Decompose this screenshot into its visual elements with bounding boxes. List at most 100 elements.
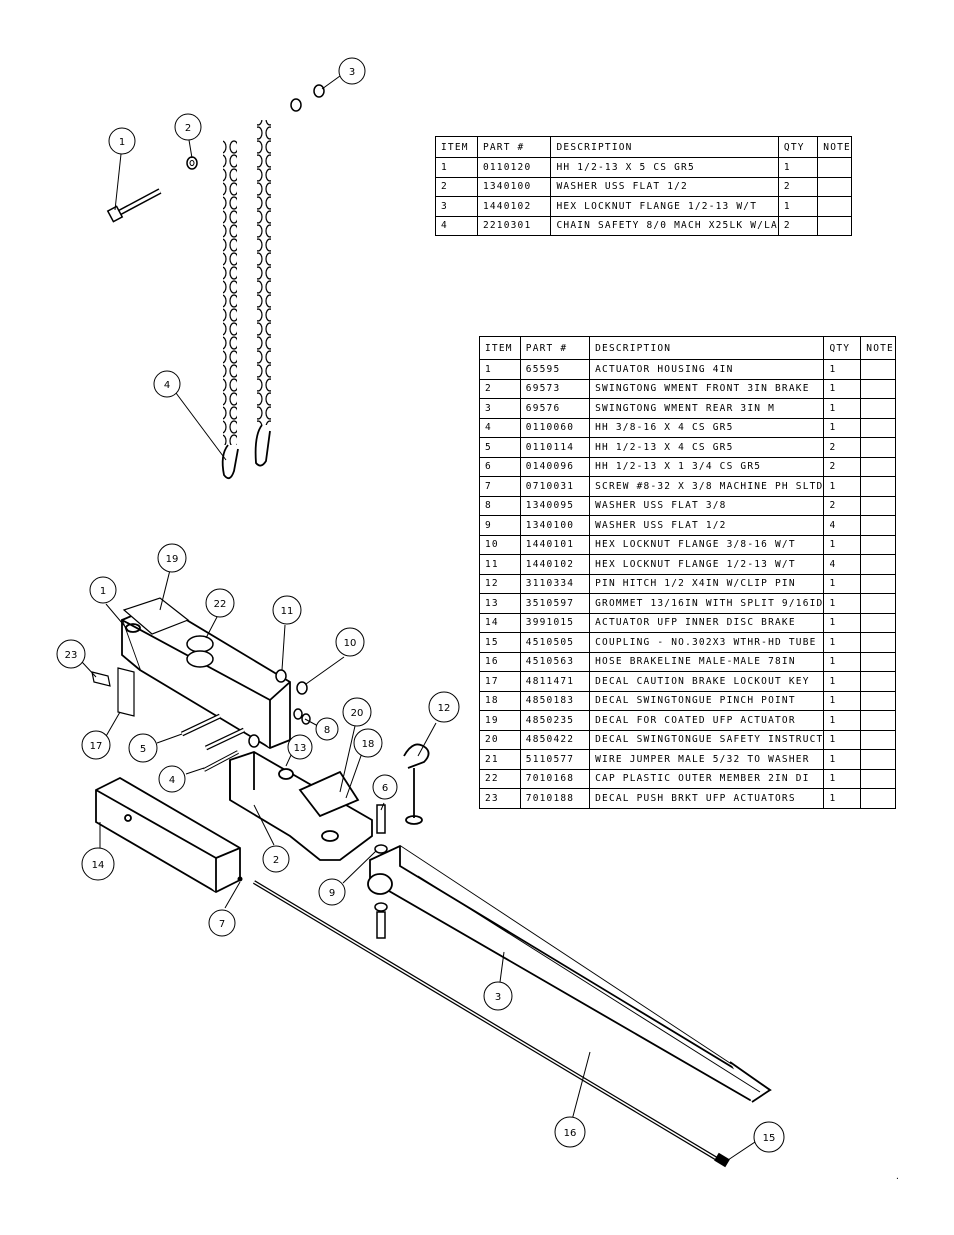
cell-note [817,176,852,197]
cell-description: HH 1/2-13 X 4 CS GR5 [589,437,825,458]
col-header-qty: QTY [777,136,819,158]
cell-part-number: 0110114 [519,437,591,458]
cell-note [860,476,896,497]
cell-description: WASHER USS FLAT 1/2 [550,176,779,197]
cell-note [860,573,896,594]
leader-lines-top [114,75,341,461]
callout-label: 12 [438,703,451,714]
cell-note [860,690,896,711]
bolt-washer-part-6-9 [374,804,388,939]
callout-label: 9 [329,888,335,899]
safety-chain-left [221,140,239,480]
cell-part-number: 1340100 [476,176,552,197]
callout-bubble: 2 [174,113,202,141]
callout-label: 17 [90,741,103,752]
cell-item: 9 [479,515,521,536]
callout-label: 11 [281,606,294,617]
bolts-part-5-4 [180,713,246,772]
callout-label: 2 [185,123,191,134]
cell-description: HEX LOCKNUT FLANGE 1/2-13 W/T [589,554,825,575]
callout-label: 3 [495,992,501,1003]
cell-qty: 1 [823,398,862,419]
cell-item: 13 [479,593,521,614]
cell-qty: 1 [823,690,862,711]
cell-qty: 2 [777,176,819,197]
col-header-qty: QTY [823,336,862,360]
callout-bubble: 8 [315,717,339,741]
corner-mark: . [895,1172,900,1181]
cell-item: 4 [435,215,478,236]
col-header-item: ITEM [479,336,521,360]
cell-part-number: 7010168 [519,768,591,789]
cell-part-number: 0110120 [476,157,552,178]
washer-part-2-top [186,156,198,170]
cell-part-number: 3510597 [519,593,591,614]
cell-description: ACTUATOR UFP INNER DISC BRAKE [589,612,825,633]
callout-label: 2 [273,855,279,866]
cell-qty: 1 [823,768,862,789]
callout-label: 14 [92,860,105,871]
callout-bubble: 20 [342,697,372,727]
callout-label: 13 [294,743,307,754]
callout-label: 4 [169,775,175,786]
cell-description: HEX LOCKNUT FLANGE 3/8-16 W/T [589,534,825,555]
cell-description: GROMMET 13/16IN WITH SPLIT 9/16ID [589,593,825,614]
cell-qty: 1 [823,671,862,692]
cell-item: 20 [479,729,521,750]
cell-item: 23 [479,788,521,809]
cell-item: 12 [479,573,521,594]
callout-label: 10 [344,638,357,649]
cell-part-number: 3110334 [519,573,591,594]
cell-note [860,612,896,633]
actuator-inner-part-14 [95,776,241,894]
cell-part-number: 0710031 [519,476,591,497]
cell-qty: 4 [823,554,862,575]
callout-label: 16 [564,1128,577,1139]
cell-qty: 2 [823,456,862,477]
cell-item: 8 [479,495,521,516]
cell-part-number: 1440101 [519,534,591,555]
cell-qty: 1 [823,378,862,399]
cell-part-number: 65595 [519,359,591,380]
cell-item: 11 [479,554,521,575]
cell-description: HH 3/8-16 X 4 CS GR5 [589,417,825,438]
cell-item: 17 [479,671,521,692]
cell-note [860,534,896,555]
cell-description: CAP PLASTIC OUTER MEMBER 2IN DI [589,768,825,789]
cell-description: COUPLING - NO.302X3 WTHR-HD TUBE [589,632,825,653]
callout-bubble: 3 [338,57,366,85]
cell-part-number: 2210301 [476,215,552,236]
callout-bubble: 17 [81,730,111,760]
locknut-part-3-top [290,84,325,112]
cell-note [817,215,852,236]
cell-description: ACTUATOR HOUSING 4IN [589,359,825,380]
cell-note [860,554,896,575]
cell-part-number: 4811471 [519,671,591,692]
callout-bubble: 19 [157,543,187,573]
cell-description: DECAL SWINGTONGUE SAFETY INSTRUCT [589,729,825,750]
callout-bubble: 18 [353,728,383,758]
cell-description: DECAL PUSH BRKT UFP ACTUATORS [589,788,825,809]
callout-bubble: 16 [554,1116,586,1148]
callout-bubble: 1 [108,127,136,155]
bolt-part-1-top [106,188,162,223]
cell-item: 18 [479,690,521,711]
swingtongue-rear-part-3 [367,844,772,1103]
cell-item: 3 [435,196,478,217]
pin-hitch-part-12 [403,743,430,825]
cell-part-number: 4510505 [519,632,591,653]
cell-qty: 1 [823,476,862,497]
cell-qty: 1 [823,788,862,809]
callout-bubble: 6 [372,774,398,800]
callout-bubble: 15 [753,1121,785,1153]
